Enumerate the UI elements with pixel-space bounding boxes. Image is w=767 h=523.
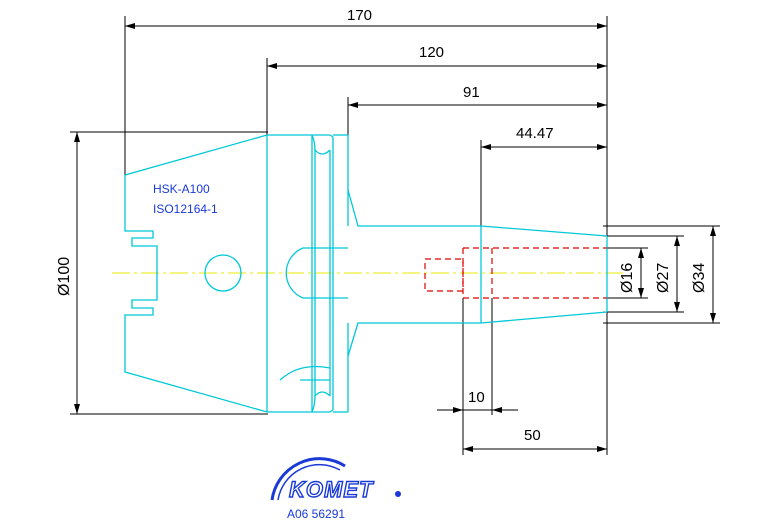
logo-brand: KOMET: [289, 477, 374, 502]
komet-logo: KOMET A06 56291: [270, 457, 401, 521]
dim-44-47: 44.47: [516, 125, 554, 142]
dim-diameter-100: Ø100: [56, 257, 73, 296]
logo-dot-icon: [395, 491, 401, 497]
dim-120: 120: [419, 44, 444, 61]
tool-holder-outline: [124, 134, 608, 413]
dim-170: 170: [347, 7, 372, 24]
part-label-iso: ISO12164-1: [153, 202, 218, 216]
thread-hole: [424, 258, 464, 292]
dim-91: 91: [463, 84, 480, 101]
part-label-hsk: HSK-A100: [153, 182, 210, 196]
drawing-code: A06 56291: [287, 507, 345, 521]
dimension-lines: [74, 23, 716, 452]
dim-diameter-34: Ø34: [691, 263, 708, 293]
hidden-bore: [424, 247, 607, 299]
dim-diameter-27: Ø27: [655, 263, 672, 293]
dim-50: 50: [524, 427, 541, 444]
extension-lines: [70, 16, 720, 455]
dim-diameter-16: Ø16: [619, 263, 636, 293]
dim-10: 10: [468, 389, 485, 406]
logo-arc-icon: [270, 457, 346, 501]
